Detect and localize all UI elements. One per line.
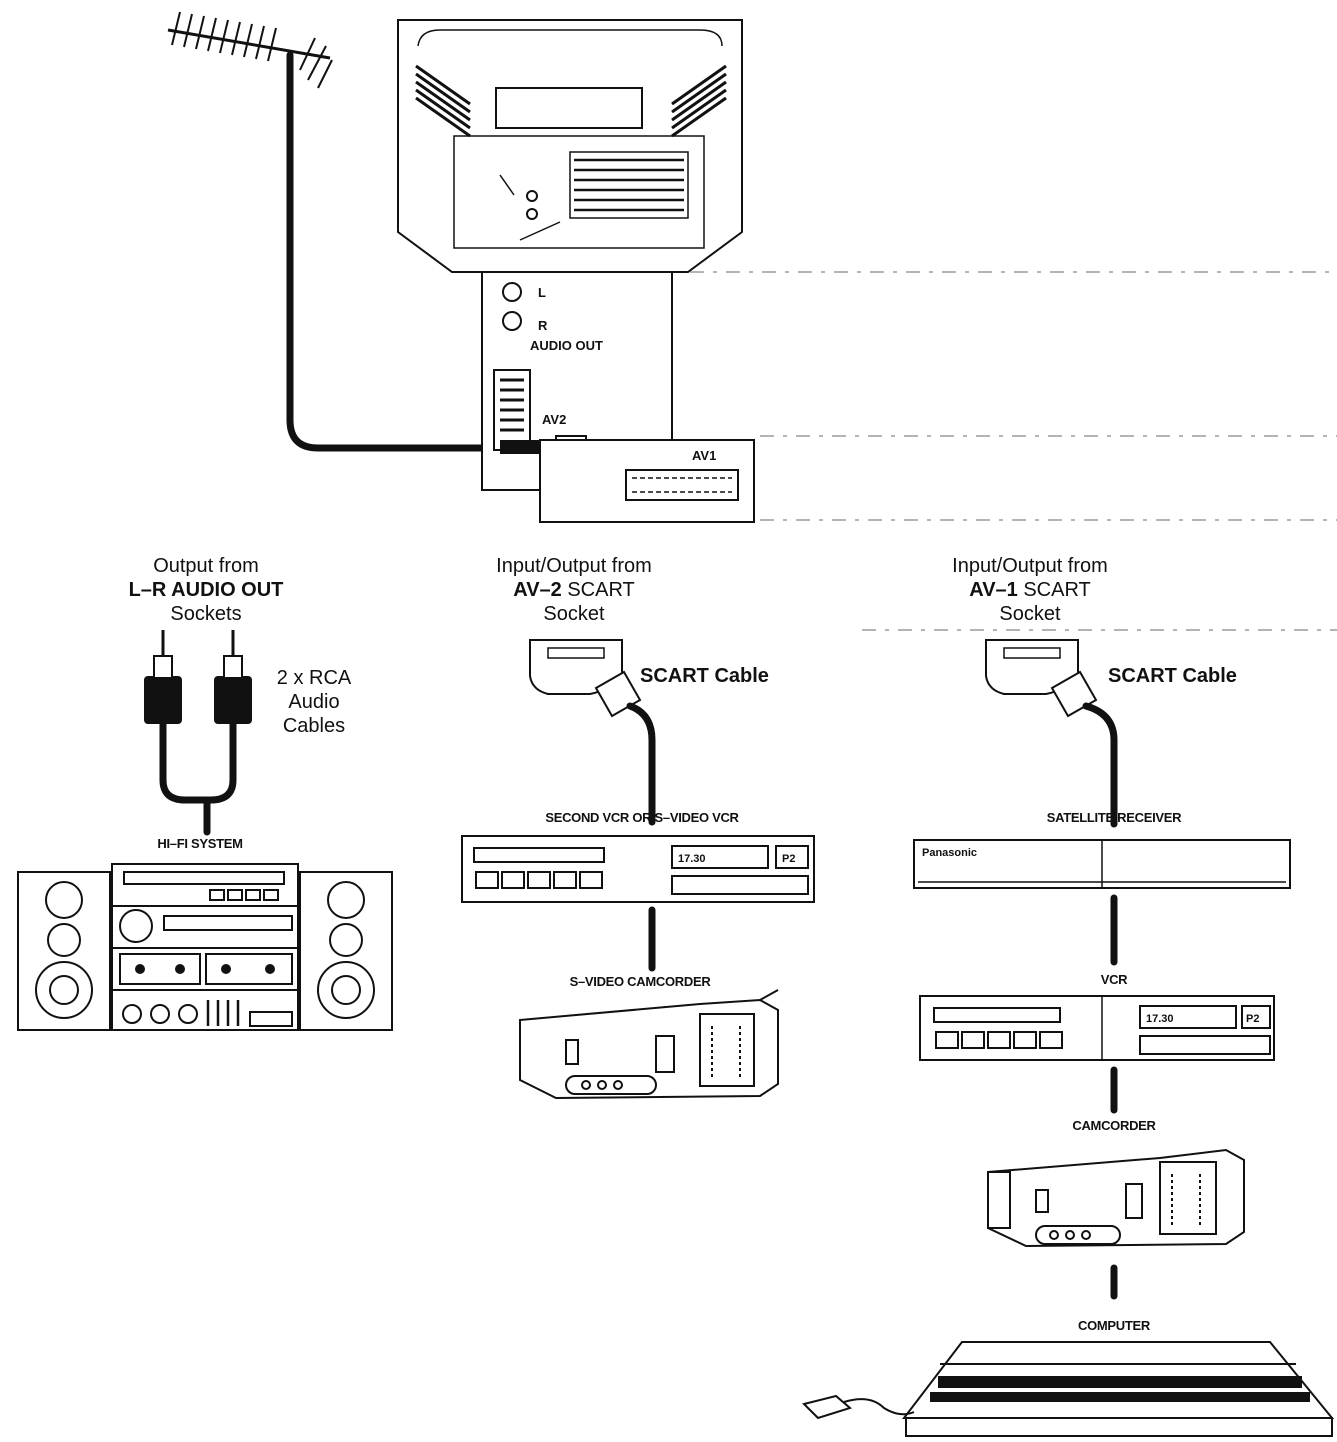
antenna-icon — [167, 11, 333, 89]
audio-right-label: R — [538, 318, 548, 333]
tv-connector-panel: L R AUDIO OUT AV2 AV1 — [481, 271, 755, 523]
rca-label-line1: 2 x RCA — [277, 667, 352, 689]
audio-left-label: L — [538, 285, 546, 300]
s-video-camcorder-icon — [519, 989, 779, 1100]
middle-heading-line2: AV–2 SCART — [513, 579, 635, 601]
left-heading-line2: L–R AUDIO OUT — [129, 579, 284, 601]
middle-vcr-display: 17.30 — [678, 853, 706, 865]
vcr-icon: 17.30 P2 — [919, 995, 1275, 1061]
scart-plug-icon-right — [985, 639, 1118, 828]
middle-heading-rest: SCART — [562, 579, 635, 601]
middle-vcr-channel: P2 — [782, 853, 795, 865]
right-vcr-display: 17.30 — [1146, 1013, 1174, 1025]
rca-cable-label: 2 x RCA Audio Cables — [277, 667, 352, 737]
right-column-heading: Input/Output from AV–1 SCART Socket — [952, 555, 1108, 625]
middle-cable-label: SCART Cable — [640, 665, 769, 687]
right-heading-line1: Input/Output from — [952, 555, 1108, 577]
satellite-brand: Panasonic — [922, 847, 977, 859]
computer-icon — [802, 1341, 1335, 1437]
scan-lines — [690, 271, 1337, 631]
av1-label: AV1 — [692, 448, 716, 463]
antenna-cable — [286, 51, 564, 452]
middle-heading-line3: Socket — [543, 603, 605, 625]
av2-label: AV2 — [542, 412, 566, 427]
audio-out-label: AUDIO OUT — [530, 338, 603, 353]
right-device1-label: SATELLITE RECEIVER — [1047, 810, 1182, 825]
satellite-receiver-icon: Panasonic — [913, 839, 1291, 889]
second-vcr-icon: 17.30 P2 — [461, 835, 815, 903]
right-heading-line2: AV–1 SCART — [969, 579, 1091, 601]
hifi-label: HI–FI SYSTEM — [157, 836, 242, 851]
middle-heading-bold: AV–2 — [513, 579, 562, 601]
right-heading-bold: AV–1 — [969, 579, 1018, 601]
scart-plug-icon-middle — [529, 639, 656, 826]
right-device3-label: CAMCORDER — [1072, 1118, 1156, 1133]
hifi-system-icon — [17, 863, 393, 1031]
rca-cables-icon — [144, 630, 252, 836]
right-device2-label: VCR — [1101, 972, 1128, 987]
right-heading-line3: Socket — [999, 603, 1061, 625]
middle-heading-line1: Input/Output from — [496, 555, 652, 577]
right-vcr-channel: P2 — [1246, 1013, 1259, 1025]
left-heading-line1: Output from — [153, 555, 259, 577]
right-heading-rest: SCART — [1018, 579, 1091, 601]
right-device4-label: COMPUTER — [1078, 1318, 1151, 1333]
rca-label-line2: Audio — [288, 691, 339, 713]
right-cable-label: SCART Cable — [1108, 665, 1237, 687]
rca-label-line3: Cables — [283, 715, 345, 737]
middle-device2-label: S–VIDEO CAMCORDER — [570, 974, 712, 989]
middle-device1-label: SECOND VCR OR S–VIDEO VCR — [545, 810, 739, 825]
camcorder-icon — [987, 1148, 1245, 1248]
left-heading-line3: Sockets — [170, 603, 241, 625]
middle-column-heading: Input/Output from AV–2 SCART Socket — [496, 555, 652, 625]
left-column-heading: Output from L–R AUDIO OUT Sockets — [129, 555, 284, 625]
tv-rear-panel — [397, 19, 743, 273]
